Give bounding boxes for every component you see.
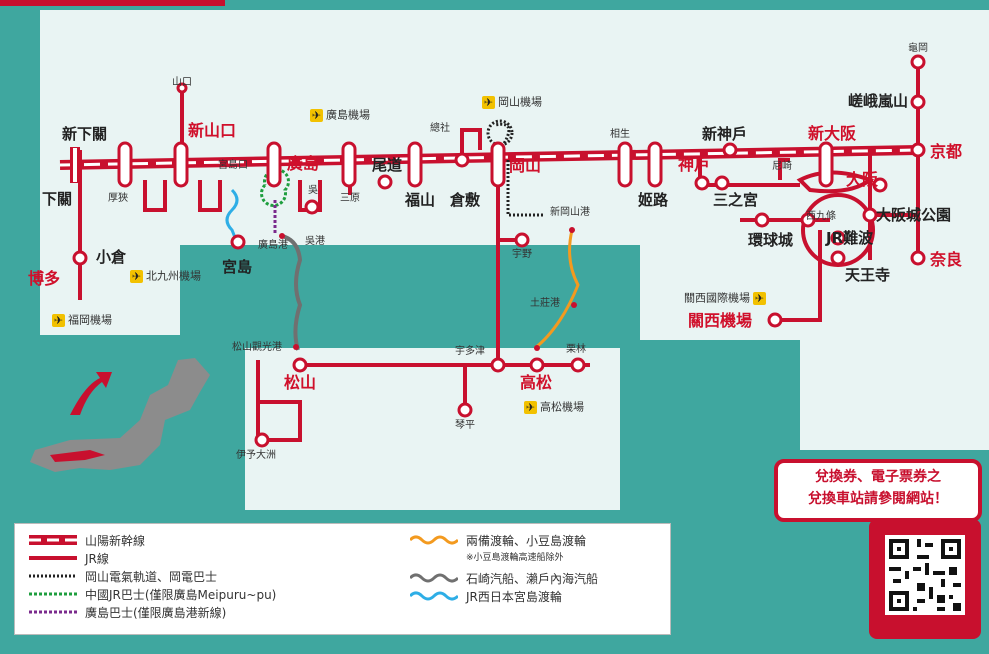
station-asa: 厚狹 xyxy=(108,193,128,204)
miyajima-ferry xyxy=(225,188,239,241)
airplane-icon: ✈ xyxy=(310,109,323,122)
station-kobe: 神戶 xyxy=(678,155,711,174)
station-okayama: 岡山 xyxy=(509,156,542,175)
station-yamaguchi: 山口 xyxy=(172,77,192,88)
station-himeji: 姬路 xyxy=(638,191,669,209)
station-matsuyama-port: 松山觀光港 xyxy=(232,342,282,353)
station-amagasaki: 尼崎 xyxy=(772,161,792,172)
airport-hiroshima: ✈廣島機場 xyxy=(310,108,370,122)
ishizaki-ferry xyxy=(281,234,303,351)
station-miyajimaguchi: 宮島口 xyxy=(218,160,248,171)
station-shin-osaka: 新大阪 xyxy=(808,124,857,143)
airplane-icon: ✈ xyxy=(524,401,537,414)
qr-code-icon[interactable] xyxy=(885,535,965,615)
station-tennoji: 天王寺 xyxy=(845,266,891,284)
station-osaka: 大阪 xyxy=(846,170,879,189)
station-shimonoseki: 下關 xyxy=(42,190,73,208)
japan-silhouette xyxy=(30,358,210,472)
station-shin-kobe: 新神戶 xyxy=(702,125,748,143)
station-sannomiya: 三之宮 xyxy=(713,191,759,209)
station-matsuyama: 松山 xyxy=(284,373,317,392)
station-universal: 環球城 xyxy=(748,231,794,249)
station-onomichi: 尾道 xyxy=(372,156,403,174)
station-uno: 宇野 xyxy=(512,249,532,260)
station-shin-yamaguchi: 新山口 xyxy=(188,121,237,140)
shinkansen xyxy=(59,145,919,183)
airplane-icon: ✈ xyxy=(753,292,766,305)
station-kameoka: 龜岡 xyxy=(908,43,928,54)
station-kurita: 栗林 xyxy=(566,344,586,355)
station-kansai-airport: 關西機場 xyxy=(688,311,753,330)
airport-okayama: ✈岡山機場 xyxy=(482,95,542,109)
legend: 山陽新幹線 JR線 岡山電氣軌道、岡電巴士 中國JR巴士(僅限廣島Meipuru… xyxy=(14,523,671,635)
station-kurashiki: 倉敷 xyxy=(450,191,481,209)
station-jr-namba: JR難波 xyxy=(826,229,874,247)
chugoku-bus-line xyxy=(260,168,290,207)
station-miyajima: 宮島 xyxy=(222,258,253,276)
station-nishikujo: 西九條 xyxy=(806,211,836,222)
station-osakajo: 大阪城公園 xyxy=(876,206,952,224)
station-hiroshima-port: 廣島港 xyxy=(258,240,288,251)
station-nara: 奈良 xyxy=(930,250,963,269)
minor-ferry-stops xyxy=(279,227,577,351)
japan-highlight xyxy=(50,450,105,462)
station-mihara: 三原 xyxy=(340,193,360,204)
station-soja: 總社 xyxy=(430,123,450,134)
kansai-land xyxy=(640,245,989,340)
station-hiroshima: 廣島 xyxy=(287,154,320,173)
station-tonosho: 土莊港 xyxy=(530,298,560,309)
station-shin-okayama-port: 新岡山港 xyxy=(550,207,590,218)
airport-fukuoka: ✈福岡機場 xyxy=(52,313,112,327)
station-kyoto: 京都 xyxy=(930,142,963,161)
airport-takamatsu: ✈高松機場 xyxy=(524,400,584,414)
station-hakata: 博多 xyxy=(28,269,61,288)
qr-code-box[interactable] xyxy=(869,519,981,639)
legend-ryobi-note: ※小豆島渡輪高速船除外 xyxy=(466,553,564,563)
station-shin-shimonoseki: 新下關 xyxy=(62,125,108,143)
station-fukuyama: 福山 xyxy=(405,191,436,209)
notice-line-2: 兌換車站請參閱網站！ xyxy=(808,491,948,507)
station-utazu: 宇多津 xyxy=(455,346,485,357)
exchange-notice: 兌換券、電子票券之 兌換車站請參閱網站！ xyxy=(774,459,982,522)
shinkansen-station-bars xyxy=(117,141,834,188)
airplane-icon: ✈ xyxy=(52,314,65,327)
station-saga-arashiyama: 嵯峨嵐山 xyxy=(848,92,909,110)
ryobi-ferry xyxy=(534,229,580,350)
station-aioi: 相生 xyxy=(610,129,630,140)
station-kokura: 小倉 xyxy=(96,248,127,266)
airport-kitakyushu: ✈北九州機場 xyxy=(130,269,201,283)
station-markers xyxy=(72,54,926,448)
arrow-icon xyxy=(70,372,112,415)
station-kure: 吳 xyxy=(308,185,318,196)
kansai-south-land xyxy=(800,340,989,450)
top-left-banner xyxy=(0,0,225,6)
station-kure-port: 吳港 xyxy=(305,236,325,247)
airplane-icon: ✈ xyxy=(130,270,143,283)
shikoku-land xyxy=(245,348,620,510)
notice-line-1: 兌換券、電子票券之 xyxy=(815,469,941,485)
station-takamatsu: 高松 xyxy=(520,373,553,392)
airport-kansai: 關西國際機場✈ xyxy=(684,291,766,305)
station-kotohira: 琴平 xyxy=(455,420,475,431)
station-iyo-ozu: 伊予大洲 xyxy=(236,450,276,461)
airplane-icon: ✈ xyxy=(482,96,495,109)
